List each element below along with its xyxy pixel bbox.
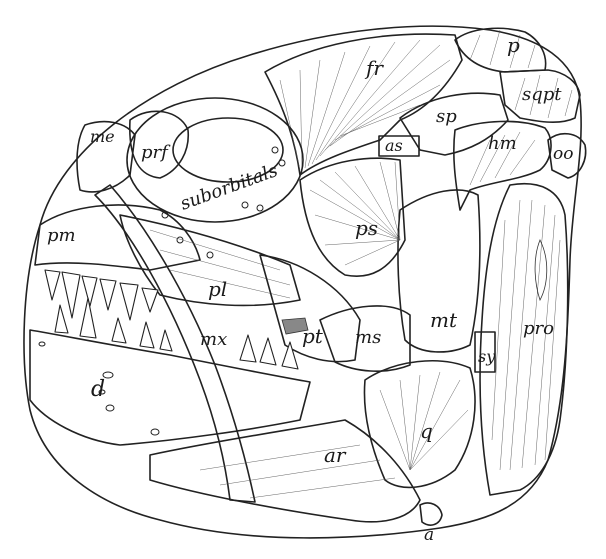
maxilla-bone — [95, 185, 255, 502]
label-suborbitals: suborbitals — [178, 160, 281, 215]
label-hm: hm — [488, 133, 517, 154]
label-mt: mt — [430, 308, 458, 332]
label-me: me — [90, 127, 115, 146]
label-ms: ms — [355, 327, 381, 348]
parasphenoid-bone — [300, 158, 405, 276]
label-oo: oo — [553, 144, 573, 164]
label-fr: fr — [364, 56, 384, 80]
label-pl: pl — [208, 277, 227, 301]
label-sp: sp — [436, 106, 457, 127]
angular-bone — [420, 503, 442, 525]
label-pt: pt — [302, 324, 324, 348]
label-sy: sy — [478, 347, 496, 366]
frontal-bone — [265, 34, 462, 175]
label-ps: ps — [355, 216, 378, 240]
articular-bone — [150, 420, 420, 522]
label-sqpt: sqpt — [522, 84, 562, 105]
label-as: as — [385, 136, 403, 155]
label-p: p — [507, 33, 520, 57]
label-mx: mx — [200, 329, 227, 350]
lower-teeth — [55, 298, 298, 369]
label-a: a — [424, 525, 434, 545]
label-ar: ar — [324, 443, 347, 467]
label-pm: pm — [47, 225, 76, 246]
label-pro: pro — [523, 318, 554, 339]
label-d: d — [91, 377, 105, 402]
label-prf: prf — [141, 142, 171, 163]
parietal-bone — [455, 28, 546, 72]
label-q: q — [420, 419, 433, 443]
